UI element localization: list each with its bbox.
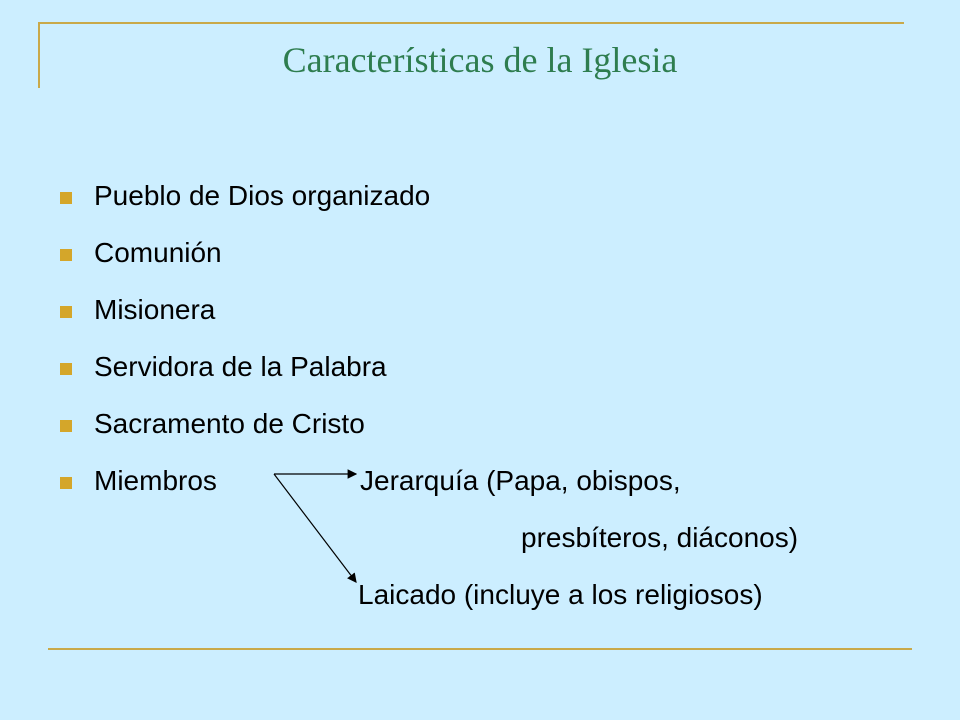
bullet-marker-icon bbox=[60, 420, 72, 432]
bullet-marker-icon bbox=[60, 249, 72, 261]
bullet-marker-icon bbox=[60, 192, 72, 204]
bullet-marker-icon bbox=[60, 306, 72, 318]
members-hierarchy-line1: Jerarquía (Papa, obispos, bbox=[360, 465, 681, 496]
frame-top-line bbox=[40, 22, 904, 24]
bullet-item-servidora: Servidora de la Palabra bbox=[94, 351, 387, 382]
frame-bottom-line bbox=[48, 648, 912, 650]
members-hierarchy-line2: presbíteros, diáconos) bbox=[521, 522, 799, 553]
members-laity: Laicado (incluye a los religiosos) bbox=[358, 579, 763, 610]
bullet-item-misionera: Misionera bbox=[94, 294, 216, 325]
frame-left-line bbox=[38, 22, 40, 88]
bullet-item-miembros: Miembros bbox=[94, 465, 217, 496]
slide-title: Características de la Iglesia bbox=[282, 40, 678, 80]
bullet-marker-icon bbox=[60, 477, 72, 489]
bullet-marker-icon bbox=[60, 363, 72, 375]
bullet-item-comunion: Comunión bbox=[94, 237, 222, 268]
bullet-item-sacramento: Sacramento de Cristo bbox=[94, 408, 365, 439]
bullet-item-pueblo: Pueblo de Dios organizado bbox=[94, 180, 431, 211]
